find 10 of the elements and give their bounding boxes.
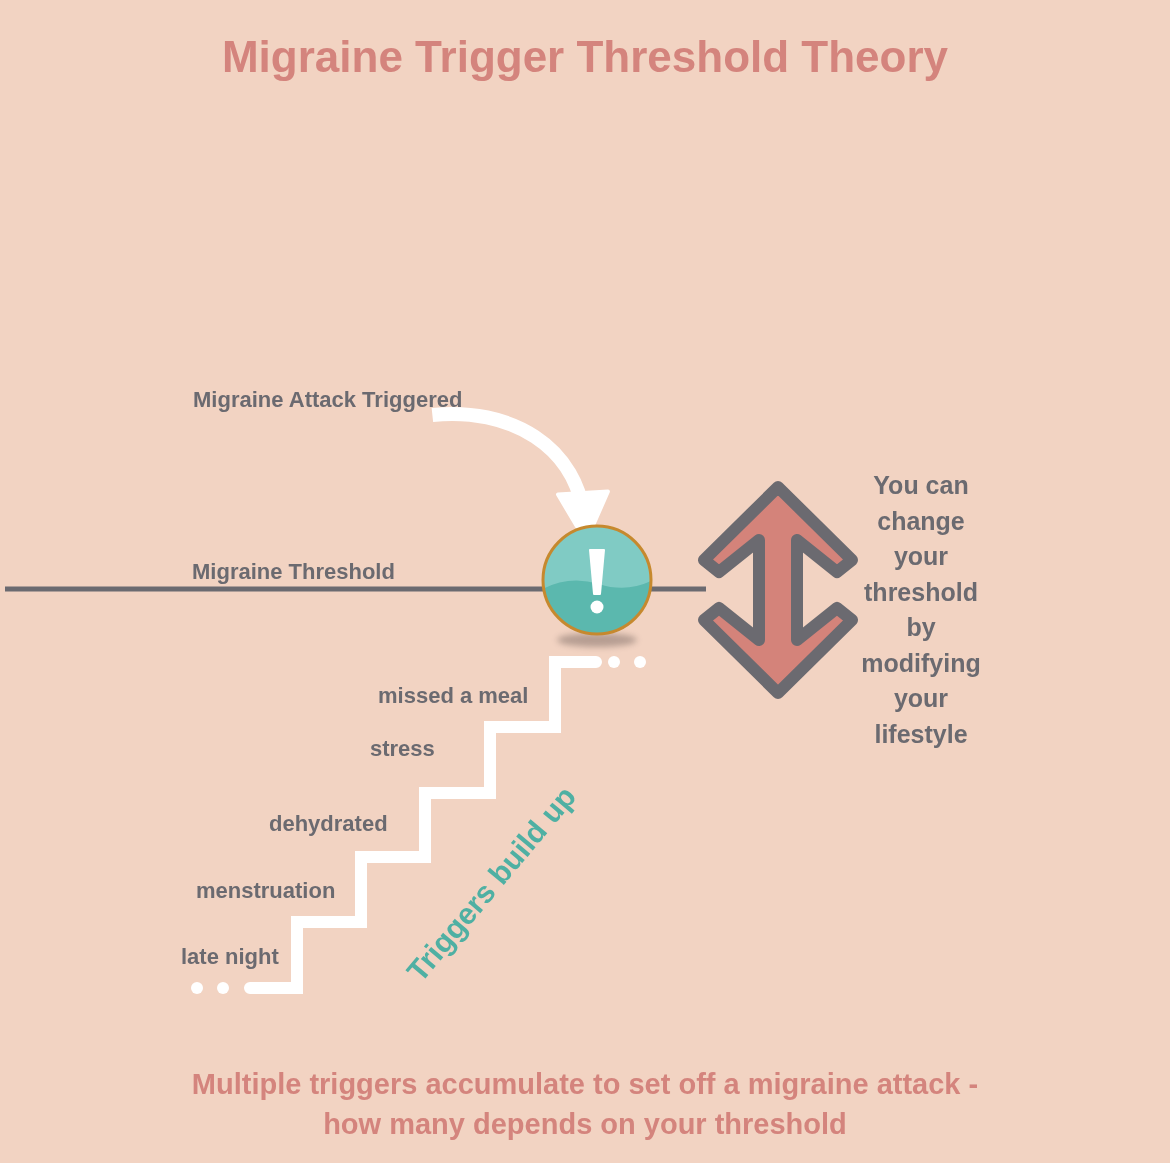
step-label: missed a meal: [378, 683, 529, 709]
title: Migraine Trigger Threshold Theory: [220, 31, 950, 83]
step-label: dehydrated: [269, 811, 388, 837]
step-label: menstruation: [196, 878, 336, 904]
caption: Multiple triggers accumulate to set off a migraine attack - how many depends on your threshold: [190, 1067, 980, 1142]
note-text: You can change your threshold by modifying your lifestyle: [860, 470, 982, 750]
step-label: late night: [181, 944, 279, 970]
callout-text: Migraine Attack Triggered: [193, 387, 463, 413]
line-label: Migraine Threshold: [192, 559, 395, 585]
step-label: stress: [370, 736, 435, 762]
